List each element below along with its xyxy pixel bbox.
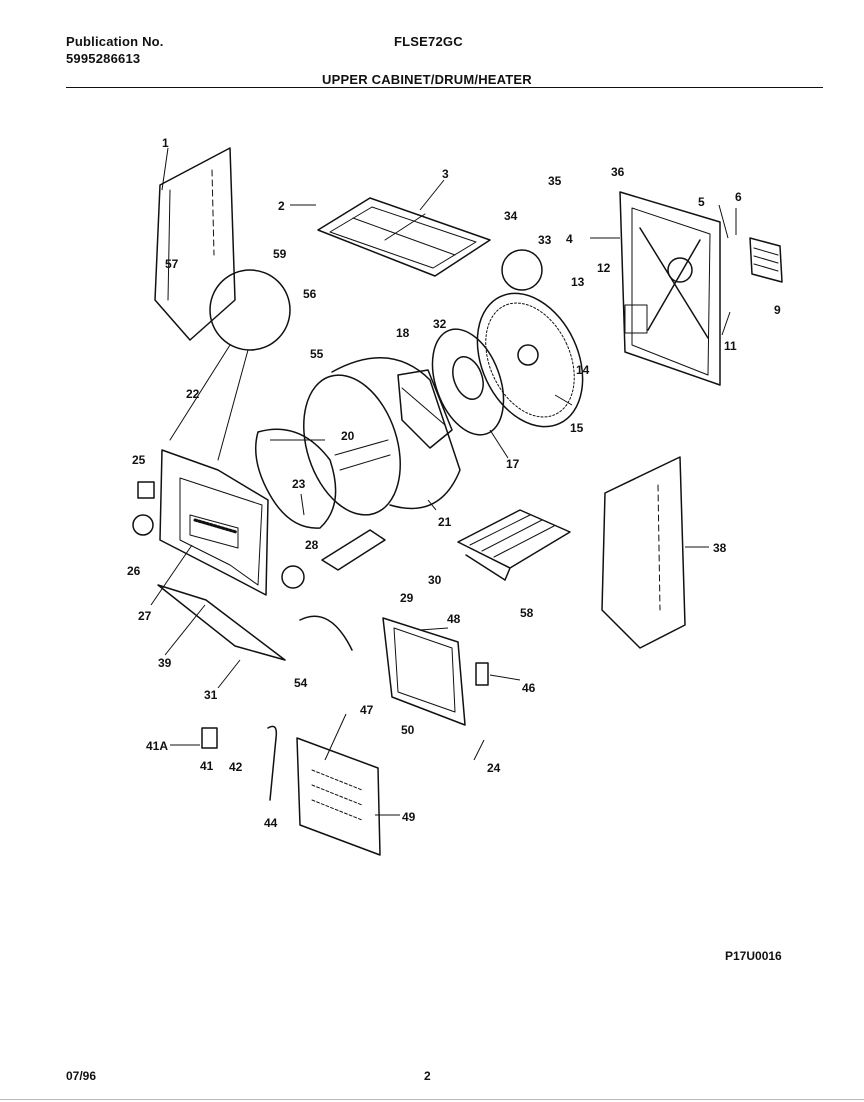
callout-15: 15 — [570, 421, 584, 435]
callout-32: 32 — [433, 317, 447, 331]
callout-9: 9 — [774, 303, 781, 317]
callout-57: 57 — [165, 257, 179, 271]
callout-44: 44 — [264, 816, 278, 830]
callout-3: 3 — [442, 167, 449, 181]
part-28 — [281, 565, 305, 589]
callout-55: 55 — [310, 347, 324, 361]
callout-12: 12 — [597, 261, 611, 275]
part-drum-seal-ring — [431, 328, 505, 436]
part-46 — [475, 662, 489, 686]
callout-56: 56 — [303, 287, 317, 301]
callout-36: 36 — [611, 165, 625, 179]
page-number: 2 — [424, 1069, 431, 1083]
callout-39: 39 — [158, 656, 172, 670]
callout-33: 33 — [538, 233, 552, 247]
callout-14: 14 — [576, 363, 590, 377]
part-side-panel-left — [154, 147, 236, 341]
part-44 — [267, 725, 278, 801]
callout-54: 54 — [294, 676, 308, 690]
callout-30: 30 — [428, 573, 442, 587]
callout-6: 6 — [735, 190, 742, 204]
callout-50: 50 — [401, 723, 415, 737]
part-vent-panel — [296, 737, 381, 856]
callout-48: 48 — [447, 612, 461, 626]
part-54 — [299, 615, 353, 651]
callout-59: 59 — [273, 247, 287, 261]
callout-29: 29 — [400, 591, 414, 605]
part-bracket — [321, 529, 386, 571]
callout-13: 13 — [571, 275, 585, 289]
part-rear-bulkhead — [619, 191, 721, 386]
part-front-seal — [255, 428, 337, 529]
part-39 — [157, 584, 286, 661]
part-knob — [132, 514, 154, 536]
header-rule — [66, 87, 823, 88]
part-drying-rack — [457, 509, 571, 581]
callout-26: 26 — [127, 564, 141, 578]
callout-27: 27 — [138, 609, 152, 623]
callout-28: 28 — [305, 538, 319, 552]
detail-callout-circle — [209, 269, 291, 351]
callout-20: 20 — [341, 429, 355, 443]
callout-35: 35 — [548, 174, 562, 188]
part-rear-drum-head — [476, 292, 584, 428]
callout-24: 24 — [487, 761, 501, 775]
publication-label: Publication No. — [66, 34, 164, 49]
model-number: FLSE72GC — [394, 34, 463, 49]
callout-31: 31 — [204, 688, 218, 702]
callout-41: 41 — [200, 759, 214, 773]
detail-callout-circle-2 — [501, 249, 543, 291]
callout-17: 17 — [506, 457, 520, 471]
part-front-panel — [159, 449, 269, 596]
callout-49: 49 — [402, 810, 416, 824]
part-41 — [201, 727, 218, 749]
callout-41a: 41A — [146, 739, 168, 753]
part-access-panel — [382, 617, 466, 726]
diagram-code: P17U0016 — [725, 949, 782, 963]
publication-number: 5995286613 — [66, 51, 141, 66]
part-side-panel-right — [601, 456, 686, 649]
section-title: UPPER CABINET/DRUM/HEATER — [322, 72, 532, 87]
callout-58: 58 — [520, 606, 534, 620]
callout-47: 47 — [360, 703, 374, 717]
callout-46: 46 — [522, 681, 536, 695]
bottom-rule — [0, 1099, 864, 1100]
part-switch — [137, 481, 155, 499]
callout-38: 38 — [713, 541, 727, 555]
callout-5: 5 — [698, 195, 705, 209]
callout-23: 23 — [292, 477, 306, 491]
footer-date: 07/96 — [66, 1069, 97, 1083]
callout-11: 11 — [724, 339, 737, 353]
callout-18: 18 — [396, 326, 410, 340]
part-drum — [303, 357, 461, 516]
callout-4: 4 — [566, 232, 573, 246]
part-top-panel — [317, 197, 491, 277]
callout-2: 2 — [278, 199, 285, 213]
callout-1: 1 — [162, 136, 169, 150]
callout-25: 25 — [132, 453, 146, 467]
part-vent-grille — [749, 237, 783, 283]
callout-22: 22 — [186, 387, 200, 401]
callout-42: 42 — [229, 760, 243, 774]
callout-21: 21 — [438, 515, 452, 529]
callout-34: 34 — [504, 209, 518, 223]
part-heater-assembly — [397, 369, 453, 449]
